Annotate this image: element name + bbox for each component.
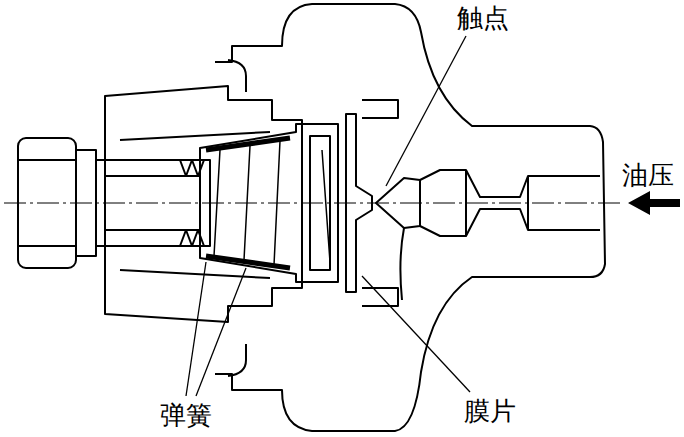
part-label: 油压	[620, 160, 676, 190]
part-label: 触点	[455, 3, 511, 33]
part-label: 弹簧	[158, 400, 214, 430]
insulator	[105, 86, 302, 322]
leader-line	[196, 268, 246, 396]
pressure-arrow	[628, 191, 680, 215]
housing	[215, 4, 605, 431]
leader-line	[386, 36, 466, 186]
contact-wire	[400, 228, 404, 300]
center-line	[4, 203, 620, 204]
crimp	[228, 60, 246, 376]
part-label: 膜片	[462, 396, 518, 426]
leader-line	[186, 262, 206, 396]
leader-line	[362, 276, 470, 392]
